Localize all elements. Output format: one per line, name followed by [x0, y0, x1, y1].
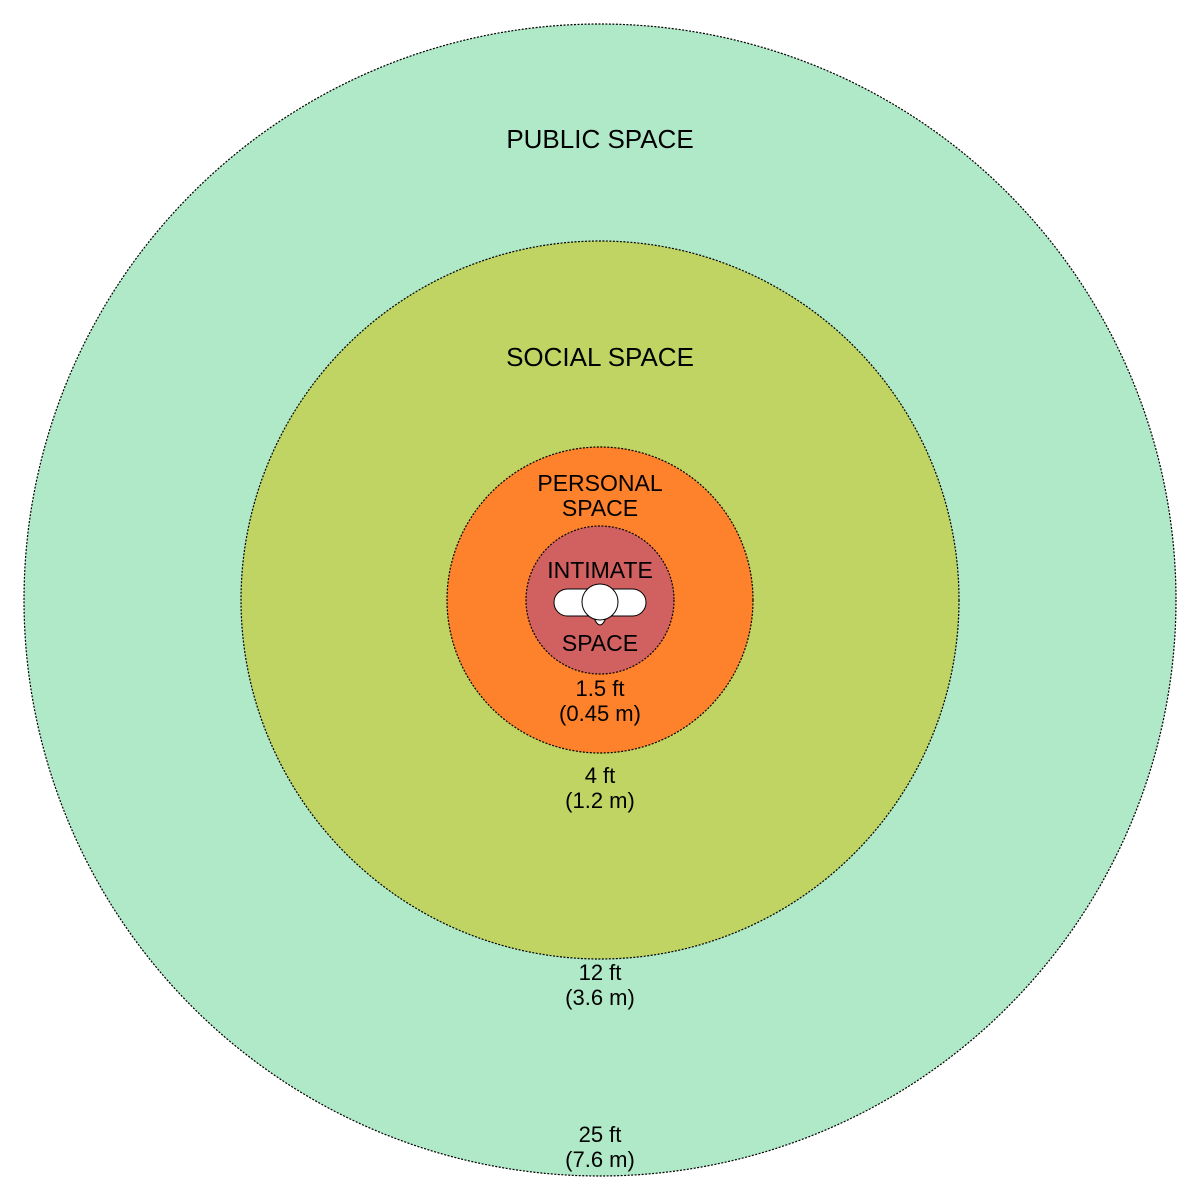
intimate-space-label-line2: SPACE — [562, 630, 638, 656]
personal-distance-ft: 4 ft — [585, 763, 616, 788]
personal-space-label-line1: PERSONAL — [537, 470, 662, 496]
public-distance-ft: 25 ft — [579, 1122, 622, 1147]
intimate-distance-ft: 1.5 ft — [576, 676, 625, 701]
public-space-label: PUBLIC SPACE — [506, 124, 693, 154]
intimate-distance-m: (0.45 m) — [559, 701, 641, 726]
social-distance-m: (3.6 m) — [565, 985, 635, 1010]
social-distance-ft: 12 ft — [579, 960, 622, 985]
person-top-view-icon — [553, 583, 647, 626]
public-distance-m: (7.6 m) — [565, 1147, 635, 1172]
social-space-label: SOCIAL SPACE — [506, 342, 694, 372]
personal-distance-m: (1.2 m) — [565, 788, 635, 813]
intimate-space-label-line1: INTIMATE — [547, 557, 653, 583]
personal-space-label-line2: SPACE — [562, 495, 638, 521]
